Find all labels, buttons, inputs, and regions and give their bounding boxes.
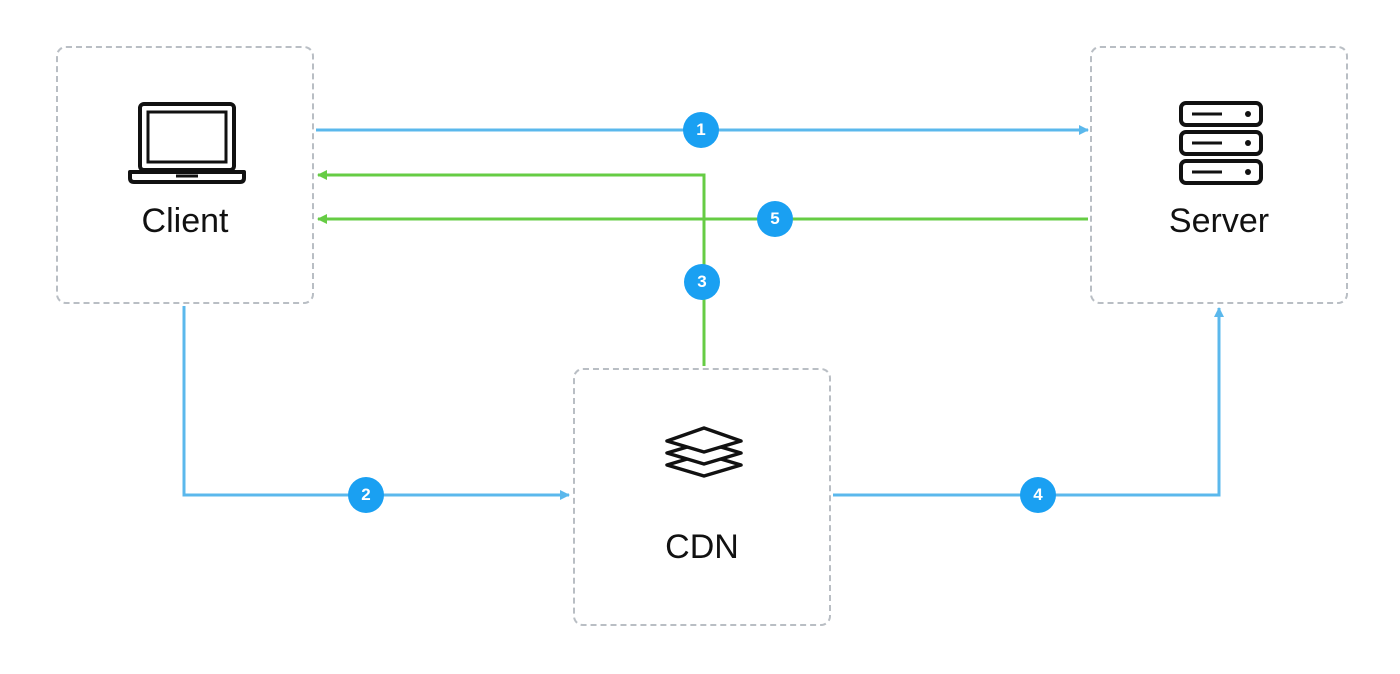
arrow-step-4	[833, 307, 1224, 497]
layers-icon	[665, 426, 743, 478]
step-badge-1: 1	[683, 112, 719, 148]
arrow-step-2	[182, 306, 570, 500]
server-node: Server	[1090, 46, 1348, 304]
arrow-step-3	[317, 170, 706, 366]
cdn-node: CDN	[573, 368, 831, 626]
step-badge-5: 5	[757, 201, 793, 237]
cdn-label: CDN	[665, 528, 739, 566]
server-rack-icon	[1179, 101, 1263, 185]
step-badge-4: 4	[1020, 477, 1056, 513]
laptop-icon	[128, 102, 246, 184]
client-node: Client	[56, 46, 314, 304]
server-label: Server	[1168, 202, 1270, 240]
step-badge-2: 2	[348, 477, 384, 513]
client-label: Client	[141, 202, 229, 240]
step-badge-3: 3	[684, 264, 720, 300]
